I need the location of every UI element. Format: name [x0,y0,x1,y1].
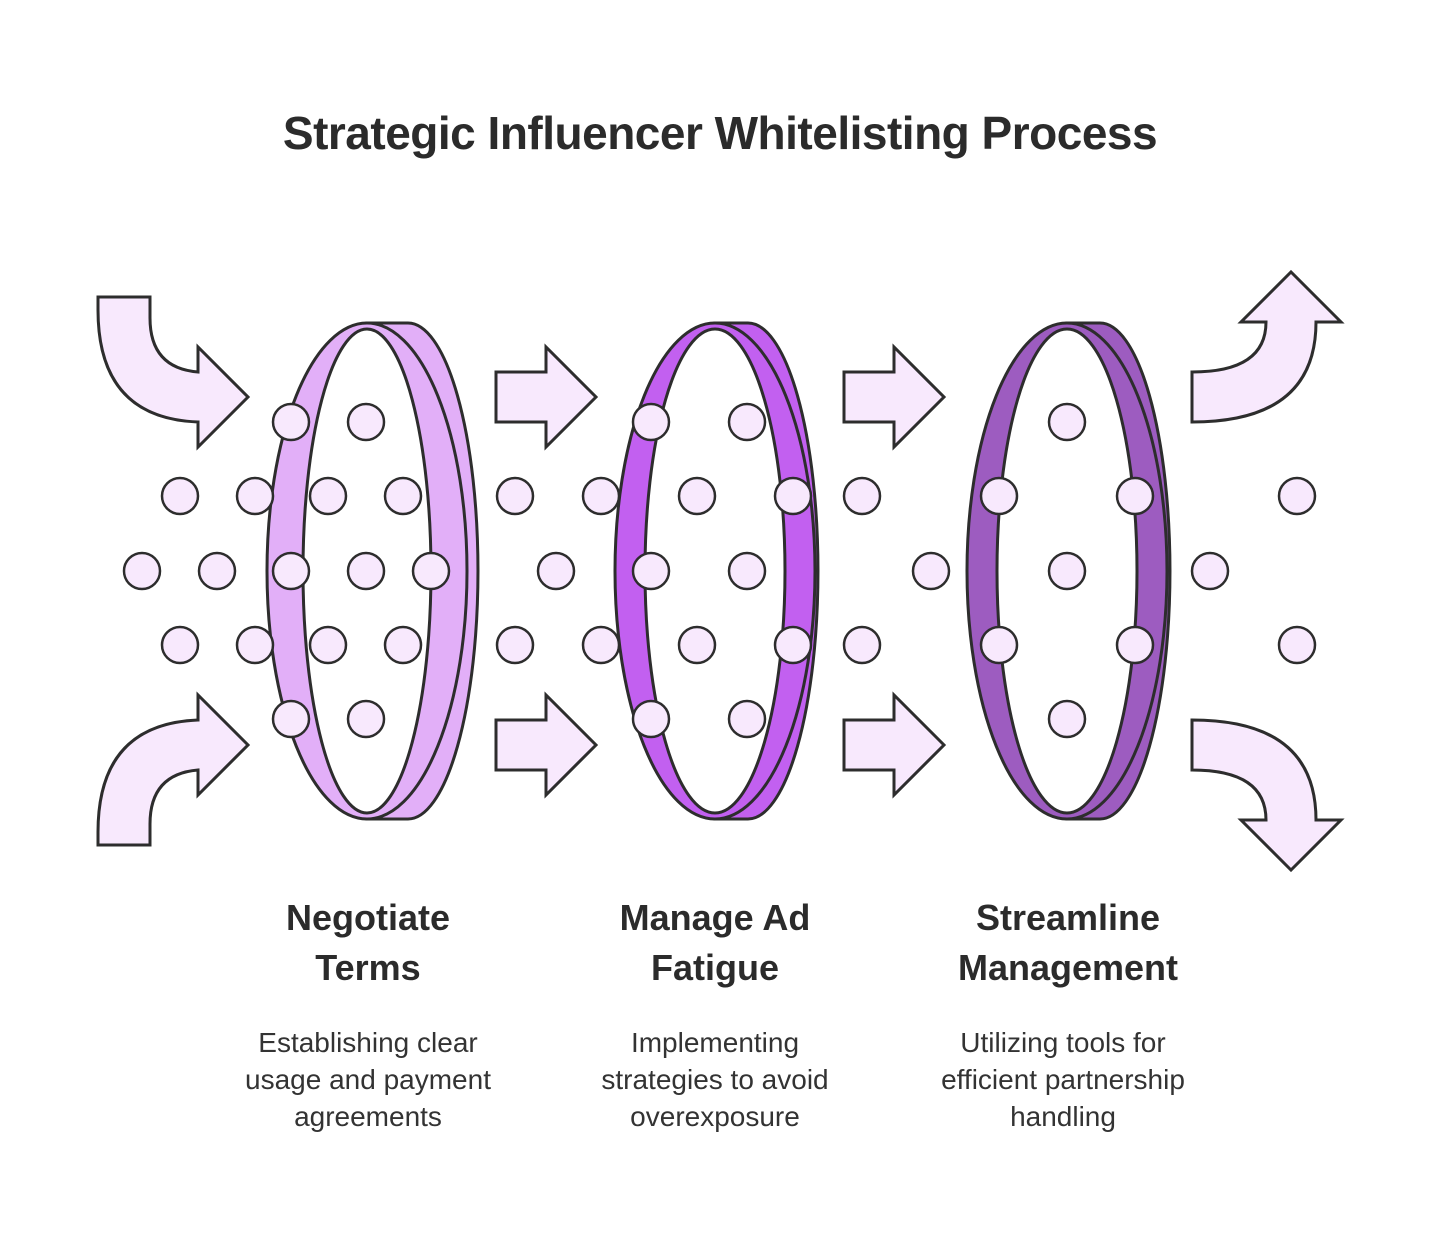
particle-dot [842,476,882,516]
particle-dot [271,402,311,442]
particle-dot [1047,699,1087,739]
particle-dot [346,402,386,442]
particle-dot [1115,625,1155,665]
particle-dot [160,625,200,665]
particle-dot [495,625,535,665]
curved-arrow-in-top-icon [96,295,251,451]
particle-dot [1190,551,1230,591]
particle-dot [1277,625,1317,665]
particle-dot [1115,476,1155,516]
particle-dot [122,551,162,591]
arrow-right-icon [494,691,599,799]
particle-dot [308,476,348,516]
particle-dot [308,625,348,665]
particle-dot [271,699,311,739]
particle-dot [346,551,386,591]
particle-dot [911,551,951,591]
curved-arrow-out-top-icon [1190,269,1345,424]
particle-dot [979,625,1019,665]
particle-dot [235,476,275,516]
curved-arrow-out-bottom-icon [1190,718,1345,873]
particle-dot [631,699,671,739]
particle-dot [727,551,767,591]
particle-dot [411,551,451,591]
particle-dot [1047,551,1087,591]
page-title: Strategic Influencer Whitelisting Proces… [282,107,1158,159]
arrow-right-icon [842,691,947,799]
step-1-description: Establishing clear usage and payment agr… [245,1027,491,1132]
particle-dot [581,476,621,516]
particle-dot [346,699,386,739]
particle-dot [631,402,671,442]
particle-dot [271,551,311,591]
particle-dot [581,625,621,665]
particle-dot [160,476,200,516]
particle-dot [1277,476,1317,516]
particle-dot [979,476,1019,516]
particle-dot [842,625,882,665]
particle-dots [122,402,1317,739]
step-2-description: Implementing strategies to avoid overexp… [601,1027,829,1132]
step-1-heading: Negotiate Terms [285,897,451,988]
arrow-right-icon [842,343,947,451]
particle-dot [495,476,535,516]
particle-dot [773,625,813,665]
arrow-right-icon [494,343,599,451]
particle-dot [773,476,813,516]
curved-arrow-in-bottom-icon [96,691,251,847]
particle-dot [1047,402,1087,442]
particle-dot [631,551,671,591]
particle-dot [235,625,275,665]
particle-dot [677,476,717,516]
step-2-heading: Manage Ad Fatigue [619,897,811,988]
particle-dot [536,551,576,591]
particle-dot [727,402,767,442]
particle-dot [383,625,423,665]
particle-dot [727,699,767,739]
step-3-description: Utilizing tools for efficient partnershi… [941,1027,1185,1132]
particle-dot [197,551,237,591]
step-3-heading: Streamline Management [957,897,1179,988]
particle-dot [383,476,423,516]
particle-dot [677,625,717,665]
